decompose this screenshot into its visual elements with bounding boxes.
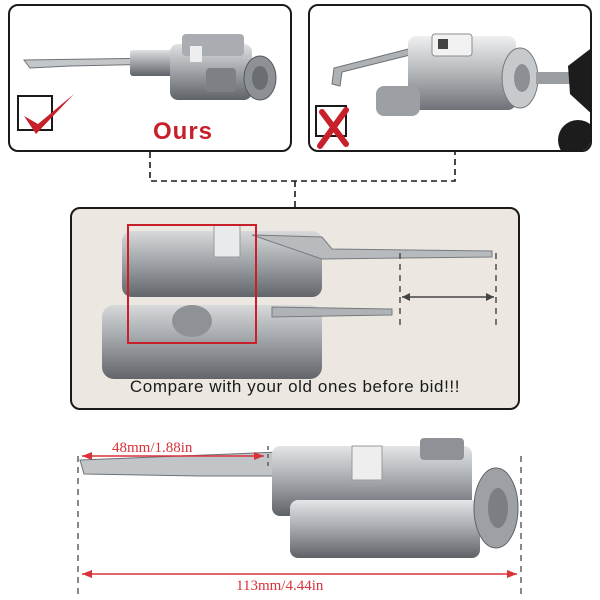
theirs-panel bbox=[308, 4, 592, 152]
ours-lock-image bbox=[23, 34, 277, 101]
comparison-caption: Compare with your old ones before bid!!! bbox=[129, 377, 461, 396]
check-icon bbox=[17, 94, 74, 134]
full-dimension-label: 113mm/4.44in bbox=[236, 578, 324, 594]
ours-panel: Ours bbox=[8, 4, 292, 152]
theirs-lock-image bbox=[331, 33, 590, 150]
comparison-panel: Compare with your old ones before bid!!! bbox=[70, 207, 520, 410]
comparison-image bbox=[102, 224, 497, 379]
short-dimension-label: 48mm/1.88in bbox=[112, 440, 193, 456]
ours-label: Ours bbox=[152, 118, 213, 145]
cross-icon bbox=[315, 105, 349, 149]
